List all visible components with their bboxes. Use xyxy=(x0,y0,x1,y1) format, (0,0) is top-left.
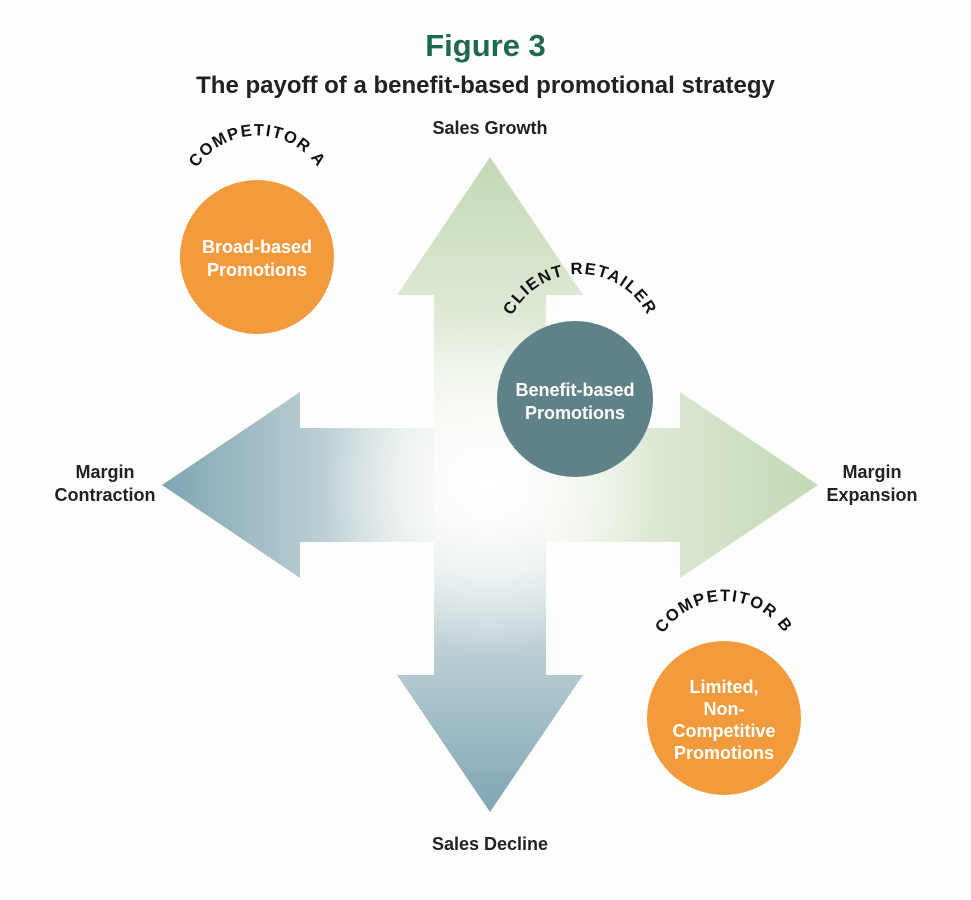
axis-label-sales-growth: Sales Growth xyxy=(432,118,548,138)
figure-subtitle: The payoff of a benefit-based promotiona… xyxy=(196,72,775,99)
competitor-b-text-line-1: Limited, xyxy=(689,677,758,697)
competitor-a-group: COMPETITOR A Broad-based Promotions xyxy=(180,121,334,334)
competitor-b-group: COMPETITOR B Limited, Non- Competitive P… xyxy=(647,587,801,795)
competitor-b-arc-label: COMPETITOR B xyxy=(652,587,796,636)
competitor-b-circle xyxy=(647,641,801,795)
competitor-a-circle xyxy=(180,180,334,334)
client-retailer-text-line-1: Benefit-based xyxy=(515,380,634,400)
competitor-a-arc-label: COMPETITOR A xyxy=(185,121,329,170)
competitor-a-text-line-1: Broad-based xyxy=(202,237,312,257)
competitor-b-text-line-2: Non- xyxy=(704,699,745,719)
figure-title: Figure 3 xyxy=(425,28,546,63)
competitor-b-text-line-3: Competitive xyxy=(672,721,775,741)
client-retailer-text-line-2: Promotions xyxy=(525,403,625,423)
axis-label-sales-decline: Sales Decline xyxy=(431,834,549,854)
client-retailer-circle xyxy=(497,321,653,477)
axis-label-margin-contraction: Margin Contraction xyxy=(54,462,156,505)
competitor-b-text-line-4: Promotions xyxy=(674,743,774,763)
axis-label-margin-expansion: Margin Expansion xyxy=(826,462,918,505)
competitor-a-text-line-2: Promotions xyxy=(207,260,307,280)
